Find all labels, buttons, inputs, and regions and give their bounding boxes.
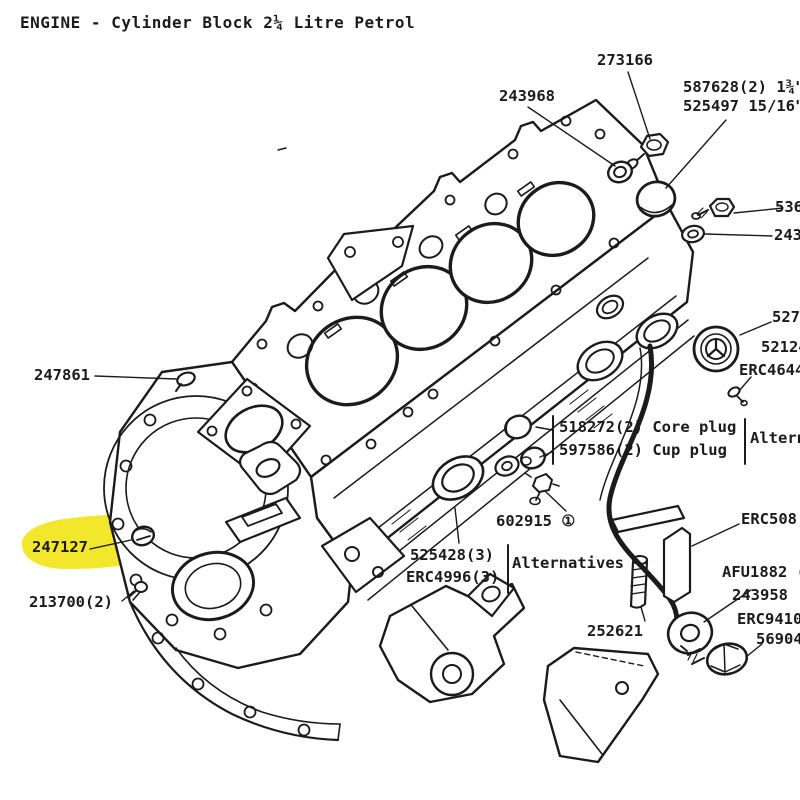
- part-label-afu1882: AFU1882 (: [722, 563, 800, 581]
- dipstick-tube: [599, 343, 680, 641]
- washer-afu1882: [666, 611, 714, 655]
- cylinder-bores: [304, 180, 596, 407]
- plug-247861: [175, 371, 196, 392]
- plug-273166: [625, 132, 670, 170]
- stud-252621: [629, 555, 649, 609]
- part-label-erc4996: ERC4996(3): [406, 568, 500, 586]
- part-label-252621: 252621: [587, 622, 643, 640]
- label-alternatives-mid: Alternatives: [512, 554, 624, 572]
- drain-plug-602915: [524, 472, 560, 506]
- part-label-525497: 525497 15/16": [683, 97, 800, 115]
- dome-plug-587628: [635, 180, 677, 218]
- part-label-247127: 247127: [32, 538, 88, 556]
- part-label-518272: 518272(2) Core plug: [559, 418, 737, 436]
- side-face-openings: [391, 294, 679, 541]
- label-group-bars: [507, 415, 746, 594]
- hatch-shading: [391, 389, 613, 541]
- bolt-erc4644: [727, 386, 748, 407]
- part-label-213700: 213700(2): [29, 593, 113, 611]
- part-label-587628: 587628(2) 1¾": [683, 78, 800, 96]
- part-label-602915: 602915 ①: [496, 512, 576, 530]
- part-label-56904: 56904: [756, 630, 800, 648]
- bracket-erc508: [610, 504, 692, 604]
- part-label-243968: 243968: [499, 87, 555, 105]
- part-label-243: 243: [774, 226, 800, 244]
- engine-mount-bracket: [378, 572, 526, 704]
- washer-243: [681, 224, 705, 244]
- part-label-597586: 597586(2) Cup plug: [559, 441, 727, 459]
- leader-lines: [89, 71, 784, 658]
- bolt-536: [691, 197, 736, 220]
- lifting-plate: [326, 224, 415, 302]
- core-plug-527: [692, 325, 740, 373]
- part-label-erc9410: ERC9410: [737, 610, 800, 628]
- part-label-erc508: ERC508: [741, 510, 797, 528]
- gusset-bracket: [542, 646, 660, 764]
- part-label-527: 527: [772, 308, 800, 326]
- part-label-536: 536: [775, 198, 800, 216]
- side-core-plugs: [494, 414, 546, 477]
- label-alternatives-right: Alternatives: [750, 429, 800, 447]
- part-label-52124: 52124: [761, 338, 800, 356]
- part-label-273166: 273166: [597, 51, 653, 69]
- washer-243968: [607, 160, 633, 184]
- plug-247127-highlighted: [130, 525, 156, 547]
- bolt-213700: [127, 581, 148, 601]
- part-label-247861: 247861: [34, 366, 90, 384]
- part-label-243958: 243958 (: [732, 586, 800, 604]
- bolt-erc9410: [687, 642, 749, 676]
- page-title: ENGINE - Cylinder Block 2¼ Litre Petrol: [20, 13, 416, 32]
- part-label-525428: 525428(3): [410, 546, 494, 564]
- timing-face-details: [103, 377, 406, 641]
- part-label-erc4644: ERC4644: [739, 361, 800, 379]
